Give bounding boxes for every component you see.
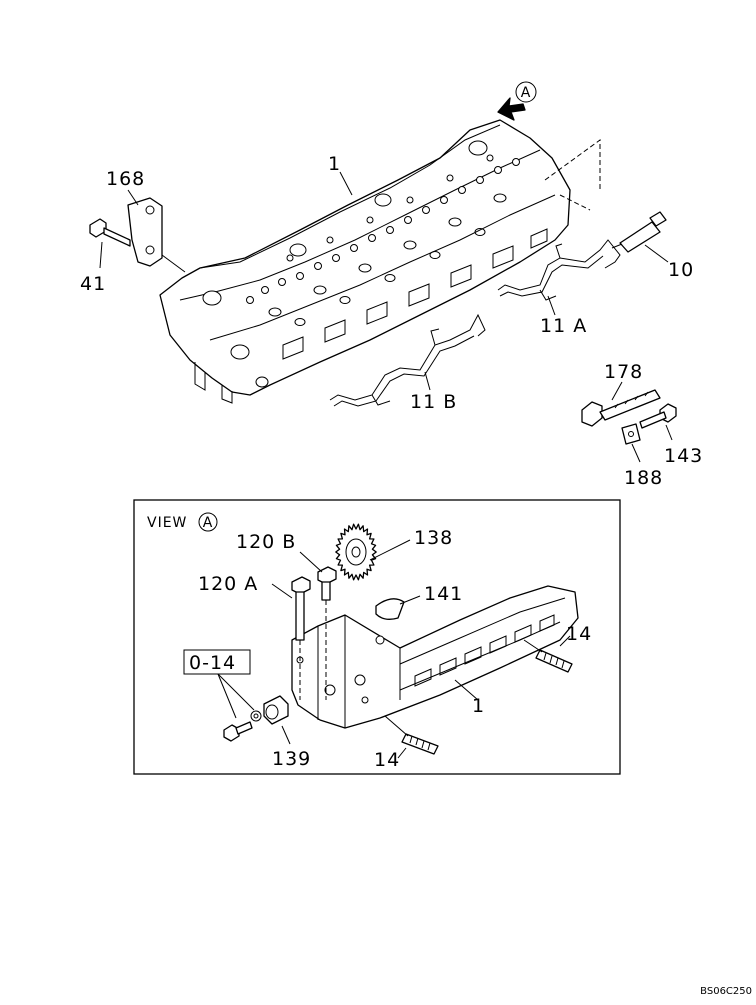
view-a-title: VIEW [147,515,187,531]
label-view-part-120b: 120 B [236,531,296,553]
drawing-code: BS06C250 [700,986,752,997]
harness-11a [497,239,621,301]
washer-139 [263,695,289,725]
label-part-143: 143 [664,445,703,467]
stud-14-right [535,649,573,673]
label-part-10: 10 [668,259,694,281]
cylinder-head [159,119,571,404]
valve-rings [268,193,507,326]
label-part-178: 178 [604,361,643,383]
bracket-168 [127,197,186,273]
label-part-188: 188 [624,467,663,489]
injector-10 [611,211,667,253]
label-part-11a: 11 A [540,315,587,337]
clip-188 [621,423,641,445]
view-ports [414,614,555,687]
label-view-group-0-14: 0-14 [189,652,236,674]
bolt-120b [317,566,337,700]
label-part-41: 41 [80,273,106,295]
sensor-178 [581,389,661,427]
label-view-part-120a: 120 A [198,573,258,595]
side-ports [282,228,548,360]
key-141 [375,598,405,620]
gear-138 [335,523,377,581]
view-a-marker: A [521,85,532,101]
bolt-120a [291,576,311,700]
label-view-part-14-bottom: 14 [374,749,400,771]
harness-11b [329,313,486,407]
label-view-part-138: 138 [414,527,453,549]
view-cylinder-head [291,585,579,729]
group-box-0-14 [183,649,251,675]
cam-bores [202,140,488,388]
stud-14-bottom [401,733,439,755]
bolt-143 [639,403,677,429]
label-view-part-139: 139 [272,748,311,770]
label-view-part-1: 1 [472,695,485,717]
gear-hub [345,538,367,566]
label-part-11b: 11 B [410,391,457,413]
view-a-title-marker: A [203,515,214,531]
view-a-arrow: A [497,81,537,121]
view-a-frame [133,499,621,775]
label-view-part-14-right: 14 [566,623,592,645]
label-part-168: 168 [106,168,145,190]
gear-bore [351,546,361,558]
bolt-0-14 [223,710,262,742]
bolt-41 [89,218,131,247]
top-holes [246,154,520,304]
label-view-part-141: 141 [424,583,463,605]
label-part-1: 1 [328,153,341,175]
